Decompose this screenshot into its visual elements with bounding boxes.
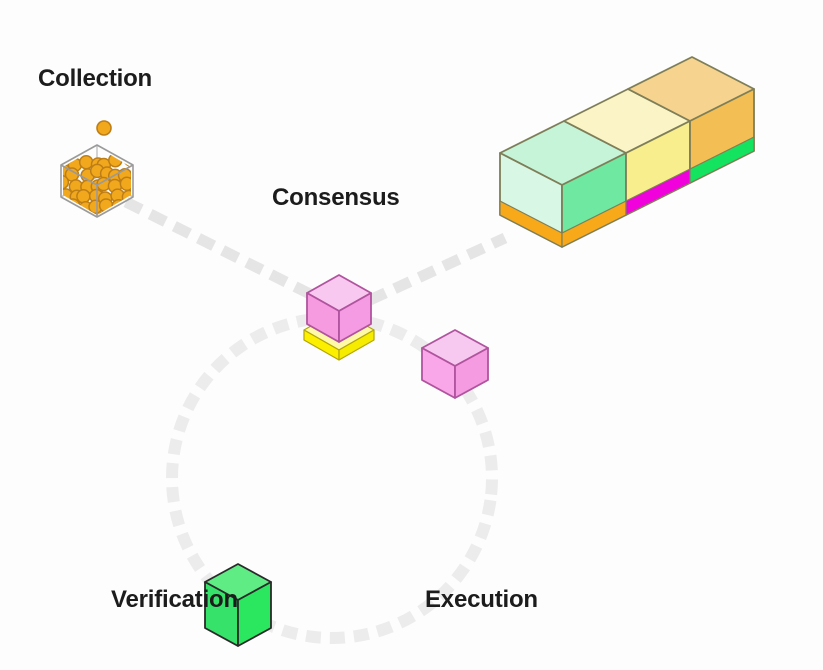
slab-right	[338, 329, 375, 361]
data-sphere	[63, 201, 71, 215]
collection-label: Collection	[38, 65, 152, 92]
execution-label: Execution	[425, 586, 538, 613]
data-sphere	[63, 174, 70, 190]
consensus-label: Consensus	[272, 184, 400, 211]
floating-data-dot	[96, 120, 112, 136]
verification-label: Verification	[111, 586, 238, 613]
consensus-cube-right	[338, 292, 372, 343]
execution-cube	[421, 329, 489, 399]
data-sphere	[76, 189, 91, 204]
data-sphere	[69, 210, 85, 215]
verification-cube	[204, 563, 272, 647]
data-sphere	[63, 212, 72, 215]
data-sphere	[110, 209, 125, 215]
wireframe-front-edges	[60, 144, 134, 218]
execution-cube-right	[454, 347, 489, 399]
consensus-cube	[306, 274, 372, 343]
dashed-line-consensus-to-chain	[367, 233, 508, 305]
data-sphere	[119, 213, 131, 215]
data-sphere	[77, 211, 93, 215]
verification-cube-right	[237, 581, 272, 647]
collection-cube	[60, 120, 134, 218]
block-orange-stripe	[689, 136, 755, 184]
dashed-line-collection-to-consensus	[123, 197, 325, 305]
blockchain	[499, 56, 755, 248]
data-sphere	[119, 176, 131, 192]
data-sphere	[78, 154, 94, 170]
